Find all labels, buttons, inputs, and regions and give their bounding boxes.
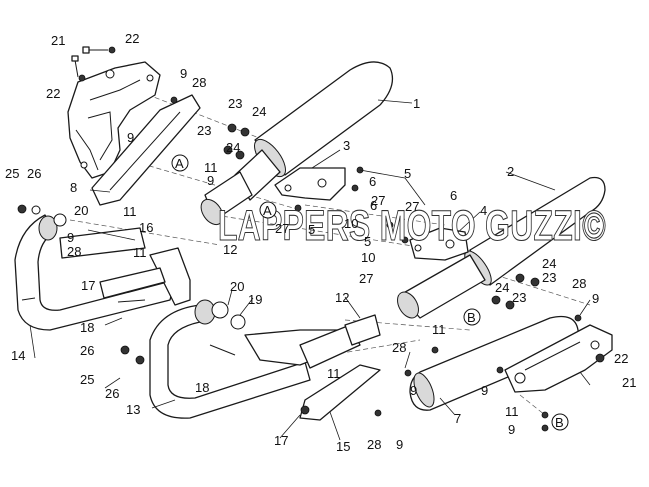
callout-28: 28 xyxy=(192,75,206,90)
callout-21: 21 xyxy=(622,375,636,390)
bolt-set-top xyxy=(71,46,116,82)
callout-20: 20 xyxy=(74,203,88,218)
callout-4: 4 xyxy=(480,203,487,218)
callout-9: 9 xyxy=(481,383,488,398)
reference-markers: A A B B xyxy=(171,154,569,431)
callout-24: 24 xyxy=(226,140,240,155)
callout-8: 8 xyxy=(70,180,77,195)
callout-17: 17 xyxy=(274,433,288,448)
callout-16: 16 xyxy=(139,220,153,235)
callout-11: 11 xyxy=(432,322,446,337)
callout-22: 22 xyxy=(46,86,60,101)
bracket-3 xyxy=(274,167,346,201)
callout-9: 9 xyxy=(67,230,74,245)
callout-9: 9 xyxy=(180,66,187,81)
marker-a: A xyxy=(175,156,184,171)
callout-27: 27 xyxy=(359,271,373,286)
marker-circle-b xyxy=(463,308,481,326)
hardware-set xyxy=(17,96,605,432)
callout-28: 28 xyxy=(392,340,406,355)
callout-9: 9 xyxy=(396,437,403,452)
callout-24: 24 xyxy=(542,256,556,271)
heat-shield-15 xyxy=(299,364,381,421)
heat-shield-8 xyxy=(91,94,201,206)
exhaust-pipe-13 xyxy=(149,299,381,419)
callout-5: 5 xyxy=(308,222,315,237)
callout-22: 22 xyxy=(614,351,628,366)
callout-6: 6 xyxy=(370,198,377,213)
callout-18: 18 xyxy=(195,380,209,395)
exhaust-pipe-14 xyxy=(14,214,191,331)
callout-27: 27 xyxy=(371,193,385,208)
callout-5: 5 xyxy=(404,166,411,181)
leader-lines xyxy=(29,99,591,441)
callout-28: 28 xyxy=(572,276,586,291)
marker-b: B xyxy=(555,415,564,430)
callout-24: 24 xyxy=(252,104,266,119)
marker-b: B xyxy=(467,310,476,325)
callout-9: 9 xyxy=(410,383,417,398)
callout-10: 10 xyxy=(361,250,375,265)
callout-13: 13 xyxy=(126,402,140,417)
callout-26: 26 xyxy=(105,386,119,401)
callout-11: 11 xyxy=(133,245,147,260)
callout-9: 9 xyxy=(127,130,134,145)
watermark-text: LAPPERS MOTO GUZZI© xyxy=(218,202,606,250)
callout-25: 25 xyxy=(80,372,94,387)
callout-22: 22 xyxy=(125,31,139,46)
callout-28: 28 xyxy=(67,244,81,259)
callout-21: 21 xyxy=(51,33,65,48)
bracket-4 xyxy=(409,227,469,261)
callout-24: 24 xyxy=(495,280,509,295)
muffler-1 xyxy=(200,61,394,226)
callout-17: 17 xyxy=(81,278,95,293)
callout-12: 12 xyxy=(223,242,237,257)
callout-9: 9 xyxy=(207,173,214,188)
callout-25: 25 xyxy=(5,166,19,181)
callout-12: 12 xyxy=(335,290,349,305)
marker-a: A xyxy=(263,203,272,218)
callout-27: 27 xyxy=(275,221,289,236)
callout-11: 11 xyxy=(327,366,341,381)
callout-11: 11 xyxy=(123,204,137,219)
callout-23: 23 xyxy=(228,96,242,111)
muffler-2 xyxy=(397,176,606,319)
callout-26: 26 xyxy=(80,343,94,358)
marker-circle-a xyxy=(171,154,189,172)
callout-7: 7 xyxy=(454,411,461,426)
callout-28: 28 xyxy=(367,437,381,452)
callout-3: 3 xyxy=(343,138,350,153)
callout-1: 1 xyxy=(413,96,420,111)
callout-18: 18 xyxy=(80,320,94,335)
callout-14: 14 xyxy=(11,348,25,363)
callout-27: 27 xyxy=(405,199,419,214)
marker-circle-a xyxy=(259,201,277,219)
callout-labels: 21 22 22 9 28 1 23 24 9 23 24 3 11 9 25 … xyxy=(5,31,636,454)
callout-23: 23 xyxy=(512,290,526,305)
callout-15: 15 xyxy=(336,439,350,454)
muffler-bracket-left xyxy=(67,61,161,179)
callout-11: 11 xyxy=(204,160,218,175)
callout-11: 11 xyxy=(505,404,519,419)
callout-23: 23 xyxy=(197,123,211,138)
callout-26: 26 xyxy=(27,166,41,181)
callout-9: 9 xyxy=(592,291,599,306)
callout-19: 19 xyxy=(248,292,262,307)
callout-23: 23 xyxy=(542,270,556,285)
callout-20: 20 xyxy=(230,279,244,294)
callout-6: 6 xyxy=(369,174,376,189)
callout-2: 2 xyxy=(507,164,514,179)
marker-circle-b xyxy=(551,413,569,431)
callout-5: 5 xyxy=(364,234,371,249)
callout-6: 6 xyxy=(450,188,457,203)
callout-10: 10 xyxy=(344,216,358,231)
callout-9: 9 xyxy=(508,422,515,437)
